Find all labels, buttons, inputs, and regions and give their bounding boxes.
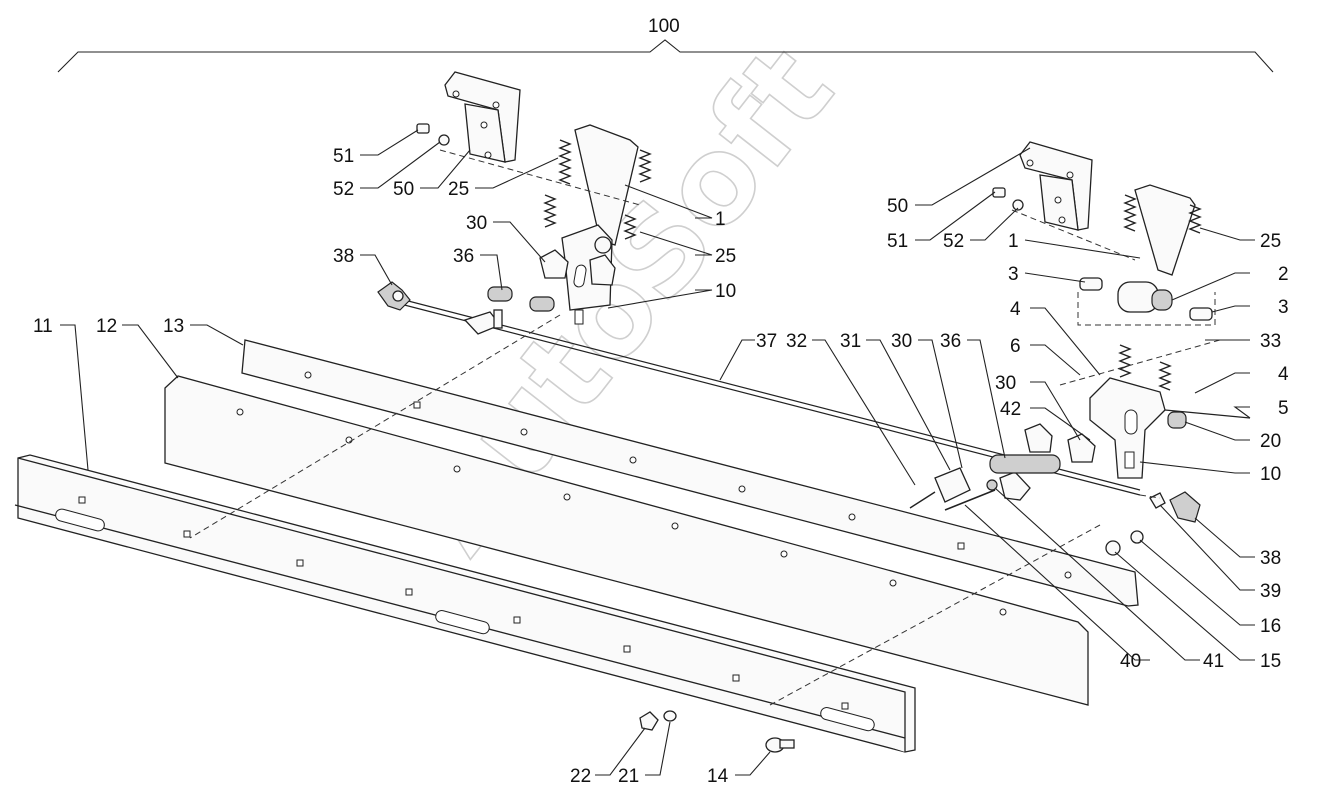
callout-30: 30 xyxy=(891,331,912,352)
callout-38: 38 xyxy=(333,246,354,267)
callout-39: 39 xyxy=(1260,581,1281,602)
callout-21: 21 xyxy=(618,766,639,787)
callout-36: 36 xyxy=(453,246,474,267)
callout-6: 6 xyxy=(1010,336,1021,357)
callout-2: 2 xyxy=(1278,264,1289,285)
part-50-right-plate xyxy=(1019,141,1093,231)
callout-3: 3 xyxy=(1008,264,1019,285)
callout-15: 15 xyxy=(1260,651,1281,672)
callout-10: 10 xyxy=(715,281,736,302)
part-50-left-plate xyxy=(444,71,521,163)
callout-assembly: 100 xyxy=(648,16,680,37)
part-1-10-left-bracket xyxy=(561,124,639,325)
callout-30: 30 xyxy=(995,373,1016,394)
alignment-lines xyxy=(189,149,1221,706)
callout-33: 33 xyxy=(1260,331,1281,352)
callout-25: 25 xyxy=(715,246,736,267)
callout-3: 3 xyxy=(1278,297,1289,318)
callout-16: 16 xyxy=(1260,616,1281,637)
callout-22: 22 xyxy=(570,766,591,787)
callout-1: 1 xyxy=(1008,231,1019,252)
callout-40: 40 xyxy=(1120,651,1141,672)
callout-5: 5 xyxy=(1278,398,1289,419)
leader-lines xyxy=(60,129,1255,776)
callout-31: 31 xyxy=(840,331,861,352)
assembly-brace xyxy=(57,39,1274,73)
callout-52: 52 xyxy=(333,179,354,200)
callout-14: 14 xyxy=(707,766,729,787)
part-38-left-knob xyxy=(377,281,411,311)
shaft-collar xyxy=(463,309,503,335)
part-15-16-washers xyxy=(1105,530,1144,556)
part-30-36-left-clamps xyxy=(487,249,616,312)
callout-42: 42 xyxy=(1000,399,1021,420)
callout-25: 25 xyxy=(448,179,469,200)
callout-11: 11 xyxy=(33,316,53,337)
center-clamp-group xyxy=(909,423,1096,511)
callout-4: 4 xyxy=(1278,364,1289,385)
part-12-middle-plate xyxy=(164,375,1089,706)
callout-4: 4 xyxy=(1010,299,1021,320)
part-38-39-right-knob xyxy=(1149,491,1201,523)
callout-30: 30 xyxy=(466,213,487,234)
callout-36: 36 xyxy=(940,331,961,352)
callout-38: 38 xyxy=(1260,548,1281,569)
part-2-3-right-bearing xyxy=(1077,277,1216,326)
part-25-left-springs xyxy=(543,139,652,240)
callout-51: 51 xyxy=(887,231,908,252)
part-10-right-bracket xyxy=(1089,344,1251,479)
callout-50: 50 xyxy=(887,196,908,217)
part-13-top-strip xyxy=(241,339,1139,607)
callout-41: 41 xyxy=(1203,651,1224,672)
callout-32: 32 xyxy=(786,331,807,352)
part-11-front-rail xyxy=(14,454,916,753)
part-51-52-left-fasteners xyxy=(416,123,450,146)
callout-12: 12 xyxy=(96,316,117,337)
callout-13: 13 xyxy=(163,316,184,337)
part-1-right-arm xyxy=(1123,184,1202,276)
callout-10: 10 xyxy=(1260,464,1281,485)
callout-labels: 100 51 52 50 25 1 30 25 38 36 10 11 12 1… xyxy=(33,16,1289,787)
callout-37: 37 xyxy=(756,331,777,352)
callout-20: 20 xyxy=(1260,431,1281,452)
part-14-21-22-bottom-fasteners xyxy=(639,710,795,753)
callout-50: 50 xyxy=(393,179,414,200)
part-51-52-right-fasteners xyxy=(992,187,1024,211)
callout-51: 51 xyxy=(333,146,354,167)
callout-52: 52 xyxy=(943,231,964,252)
callout-25: 25 xyxy=(1260,231,1281,252)
callout-1: 1 xyxy=(715,209,726,230)
